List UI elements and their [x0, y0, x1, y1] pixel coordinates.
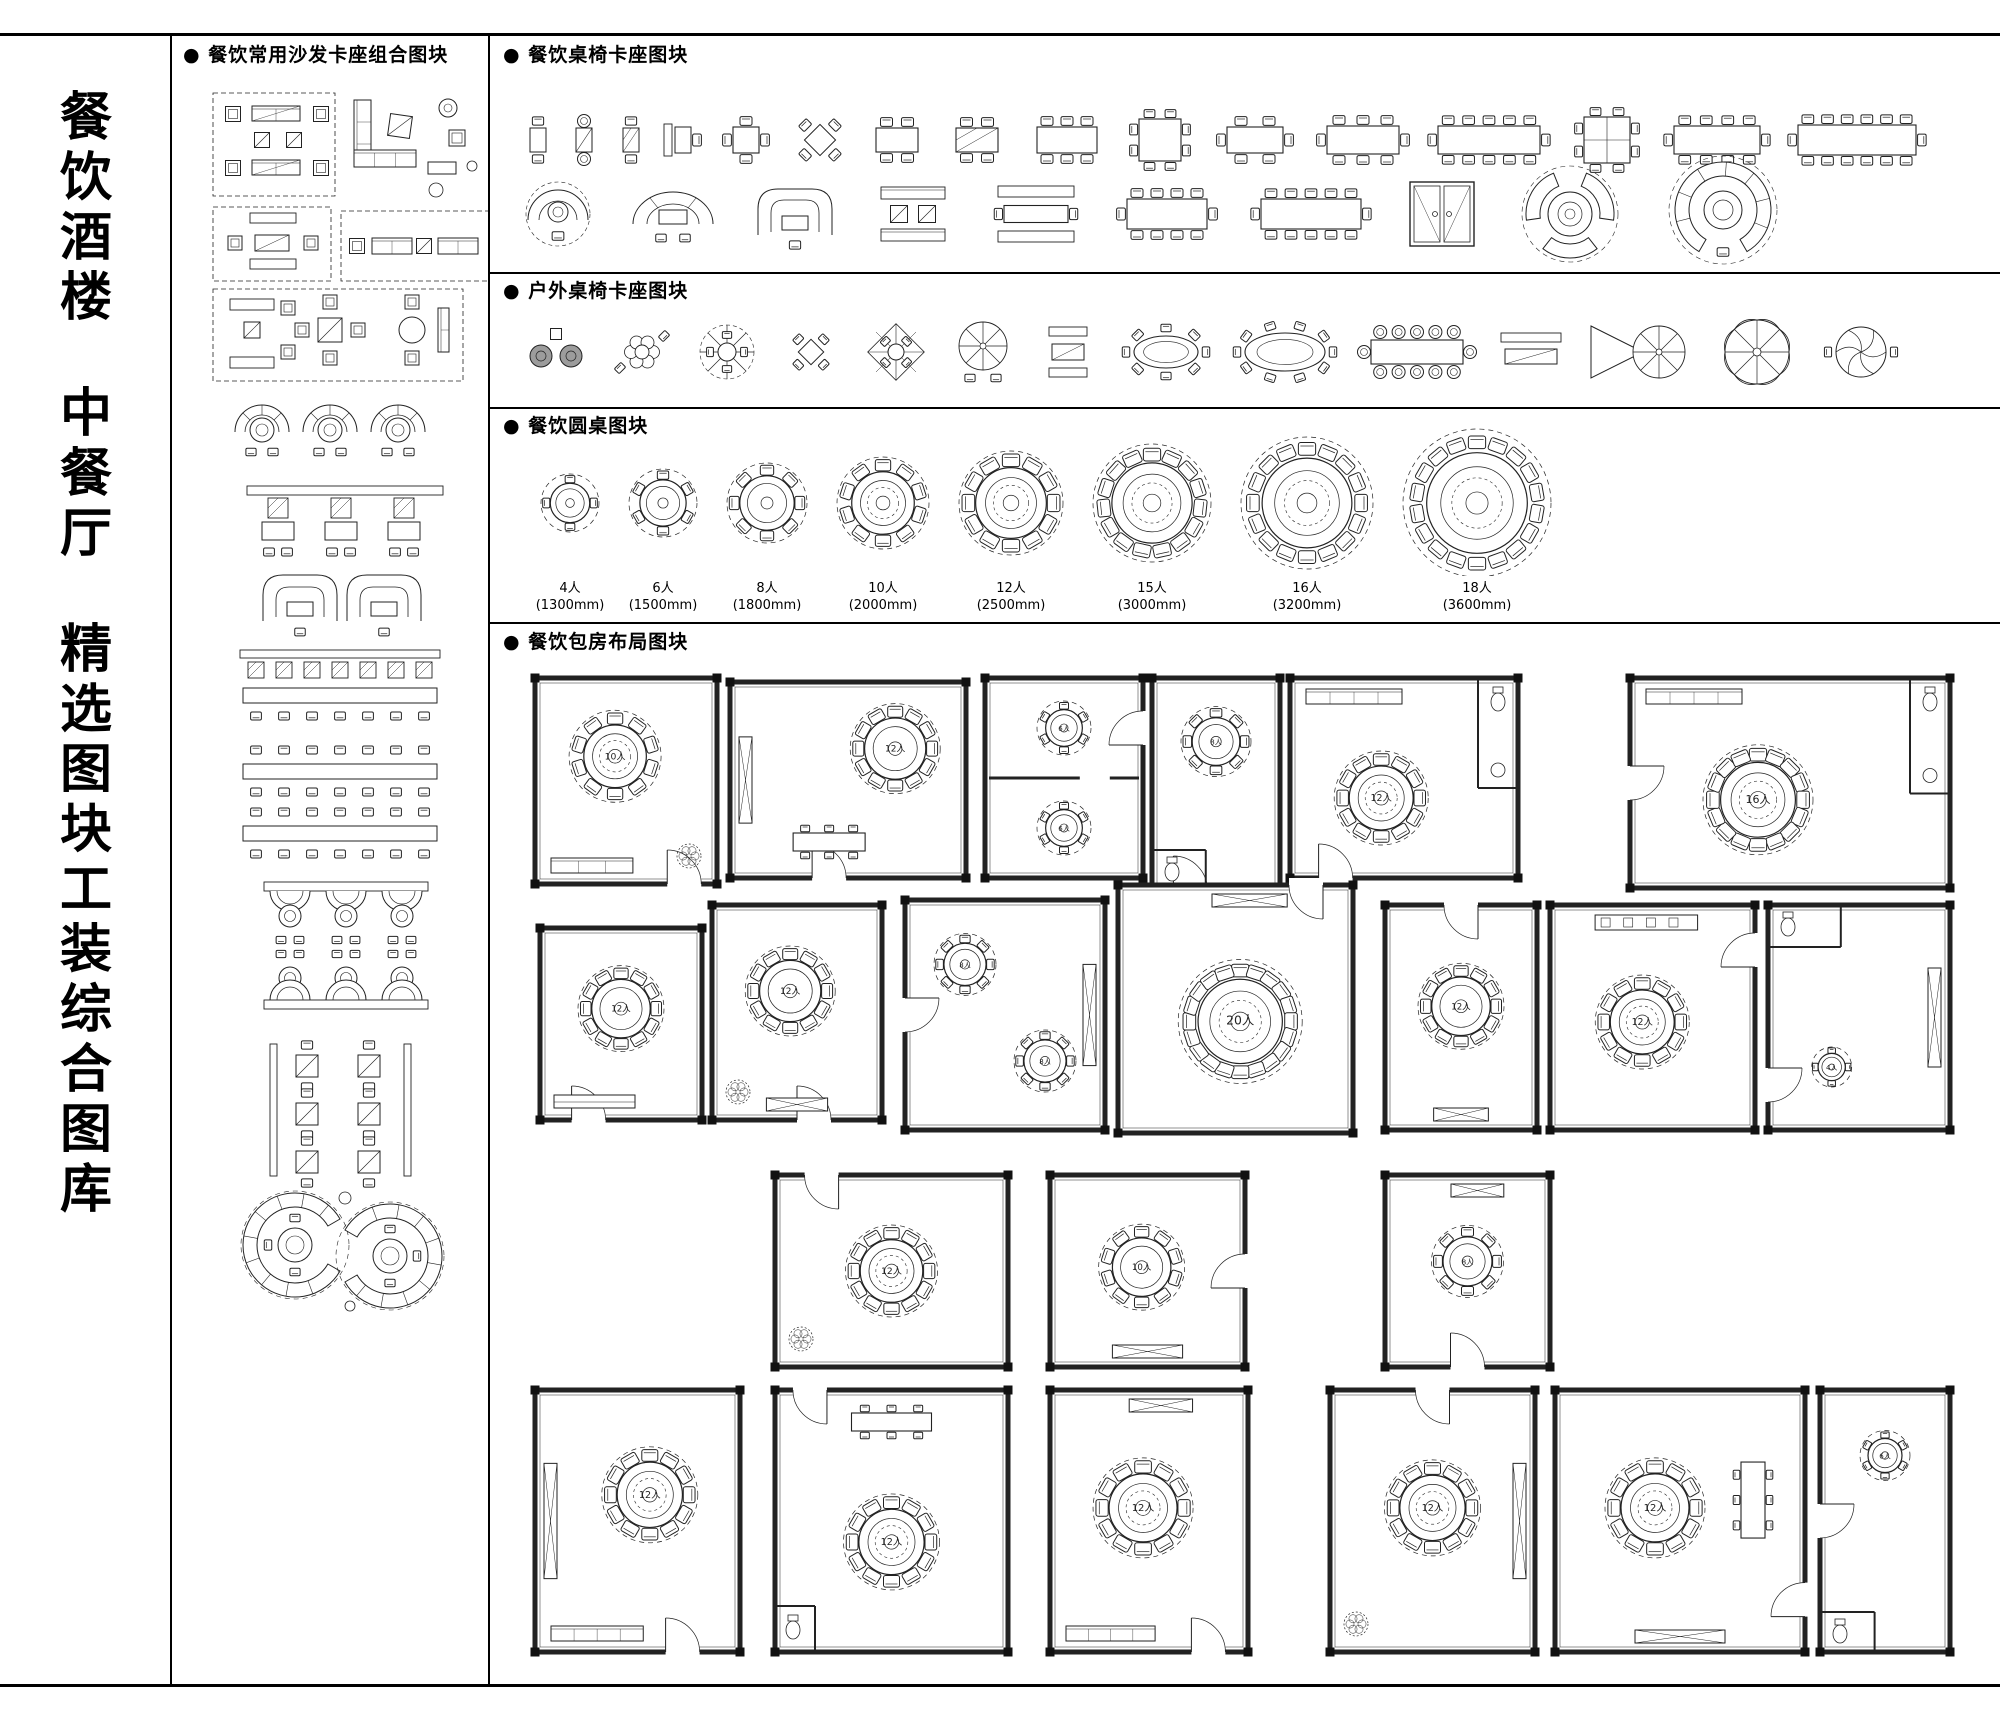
divider-section-2	[489, 407, 2000, 409]
section-private-rooms-header: ● 餐饮包房布局图块	[503, 631, 689, 653]
title-char: 块	[59, 800, 112, 860]
round-table-label: 6人 (1500mm)	[593, 580, 733, 614]
divider-section-3	[489, 622, 2000, 624]
seat-count: 6人	[652, 581, 674, 596]
title-char: 装	[59, 920, 112, 980]
seat-count: 16人	[1292, 581, 1322, 596]
title-char: 饮	[59, 148, 112, 208]
divider-section-1	[489, 272, 2000, 274]
table-diameter: (2000mm)	[848, 598, 918, 613]
title-char: 酒	[59, 208, 112, 268]
title-char: 选	[59, 680, 112, 740]
title-char: 工	[59, 860, 112, 920]
table-diameter: (3600mm)	[1442, 598, 1512, 613]
svg-text:12人: 12人	[1451, 1001, 1471, 1012]
svg-text:10人: 10人	[605, 751, 626, 762]
section-outdoor-header: ● 户外桌椅卡座图块	[503, 280, 689, 302]
svg-text:10人: 10人	[1132, 1262, 1152, 1273]
seat-count: 10人	[868, 581, 898, 596]
title-char: 楼	[59, 268, 112, 328]
bottom-rule	[0, 1684, 2000, 1687]
svg-text:12人: 12人	[1644, 1502, 1667, 1514]
outdoor-blocks-drawing	[529, 319, 1899, 385]
section-table-seats-header: ● 餐饮桌椅卡座图块	[503, 44, 689, 66]
round-table-label: 18人 (3600mm)	[1407, 580, 1547, 614]
table-diameter: (1800mm)	[732, 598, 802, 613]
svg-text:20人: 20人	[1226, 1012, 1254, 1027]
svg-text:12人: 12人	[1371, 793, 1393, 804]
svg-text:12人: 12人	[881, 1266, 902, 1277]
round-table-label: 10人 (2000mm)	[813, 580, 953, 614]
table-diameter: (1300mm)	[535, 598, 605, 613]
svg-text:12人: 12人	[780, 986, 800, 997]
title-char: 图	[59, 1100, 112, 1160]
divider-left-panel	[488, 33, 490, 1687]
private-room-layouts-drawing: 10人 12人 6人 6人 8人 12人 16人 12人 12人 8人 8人 20人 12人 12人 4人 1…	[530, 673, 1955, 1659]
round-table-label: 12人 (2500mm)	[941, 580, 1081, 614]
title-char: 餐	[59, 88, 112, 148]
table-seat-blocks-drawing	[525, 107, 1927, 265]
seat-count: 15人	[1137, 581, 1167, 596]
seat-count: 18人	[1462, 581, 1492, 596]
svg-text:6人: 6人	[1879, 1453, 1890, 1461]
table-diameter: (3200mm)	[1272, 598, 1342, 613]
title-char: 综	[59, 980, 112, 1040]
title-char: 餐	[59, 444, 112, 504]
svg-text:12人: 12人	[1422, 1503, 1444, 1514]
title-char: 厅	[59, 504, 112, 564]
svg-text:8人: 8人	[1462, 1257, 1474, 1266]
round-table-blocks-drawing	[540, 428, 1552, 576]
round-table-label: 8人 (1800mm)	[697, 580, 837, 614]
round-table-label: 16人 (3200mm)	[1237, 580, 1377, 614]
title-char: 合	[59, 1040, 112, 1100]
table-diameter: (2500mm)	[976, 598, 1046, 613]
svg-text:8人: 8人	[959, 961, 970, 969]
seat-count: 4人	[559, 581, 581, 596]
svg-text:8人: 8人	[1039, 1058, 1050, 1066]
round-table-label: 15人 (3000mm)	[1082, 580, 1222, 614]
seat-count: 12人	[996, 581, 1026, 596]
seat-count: 8人	[756, 581, 778, 596]
section-round-tables-header: ● 餐饮圆桌图块	[503, 415, 649, 437]
title-char: 精	[59, 620, 112, 680]
title-char: 中	[59, 384, 112, 444]
svg-text:8人: 8人	[1210, 739, 1221, 747]
svg-text:6人: 6人	[1058, 825, 1069, 833]
divider-title-column	[170, 33, 172, 1687]
title-char: 图	[59, 740, 112, 800]
svg-text:12人: 12人	[885, 744, 905, 755]
table-diameter: (1500mm)	[628, 598, 698, 613]
svg-text:12人: 12人	[639, 1490, 661, 1501]
title-char: 库	[59, 1160, 112, 1220]
table-diameter: (3000mm)	[1117, 598, 1187, 613]
svg-text:12人: 12人	[881, 1537, 903, 1548]
sofa-booth-combos-drawing	[212, 92, 488, 1312]
round-table-label: 4人 (1300mm)	[500, 580, 640, 614]
top-rule	[0, 33, 2000, 36]
svg-text:12人: 12人	[611, 1004, 631, 1015]
svg-text:6人: 6人	[1058, 725, 1069, 733]
svg-text:12人: 12人	[1632, 1017, 1654, 1028]
left-panel-header: ● 餐饮常用沙发卡座组合图块	[183, 44, 449, 66]
svg-text:12人: 12人	[1132, 1502, 1155, 1514]
svg-text:16人: 16人	[1746, 793, 1771, 806]
vertical-title: 餐饮酒楼中餐厅精选图块工装综合图库	[38, 88, 134, 1220]
svg-text:4人: 4人	[1826, 1064, 1837, 1072]
